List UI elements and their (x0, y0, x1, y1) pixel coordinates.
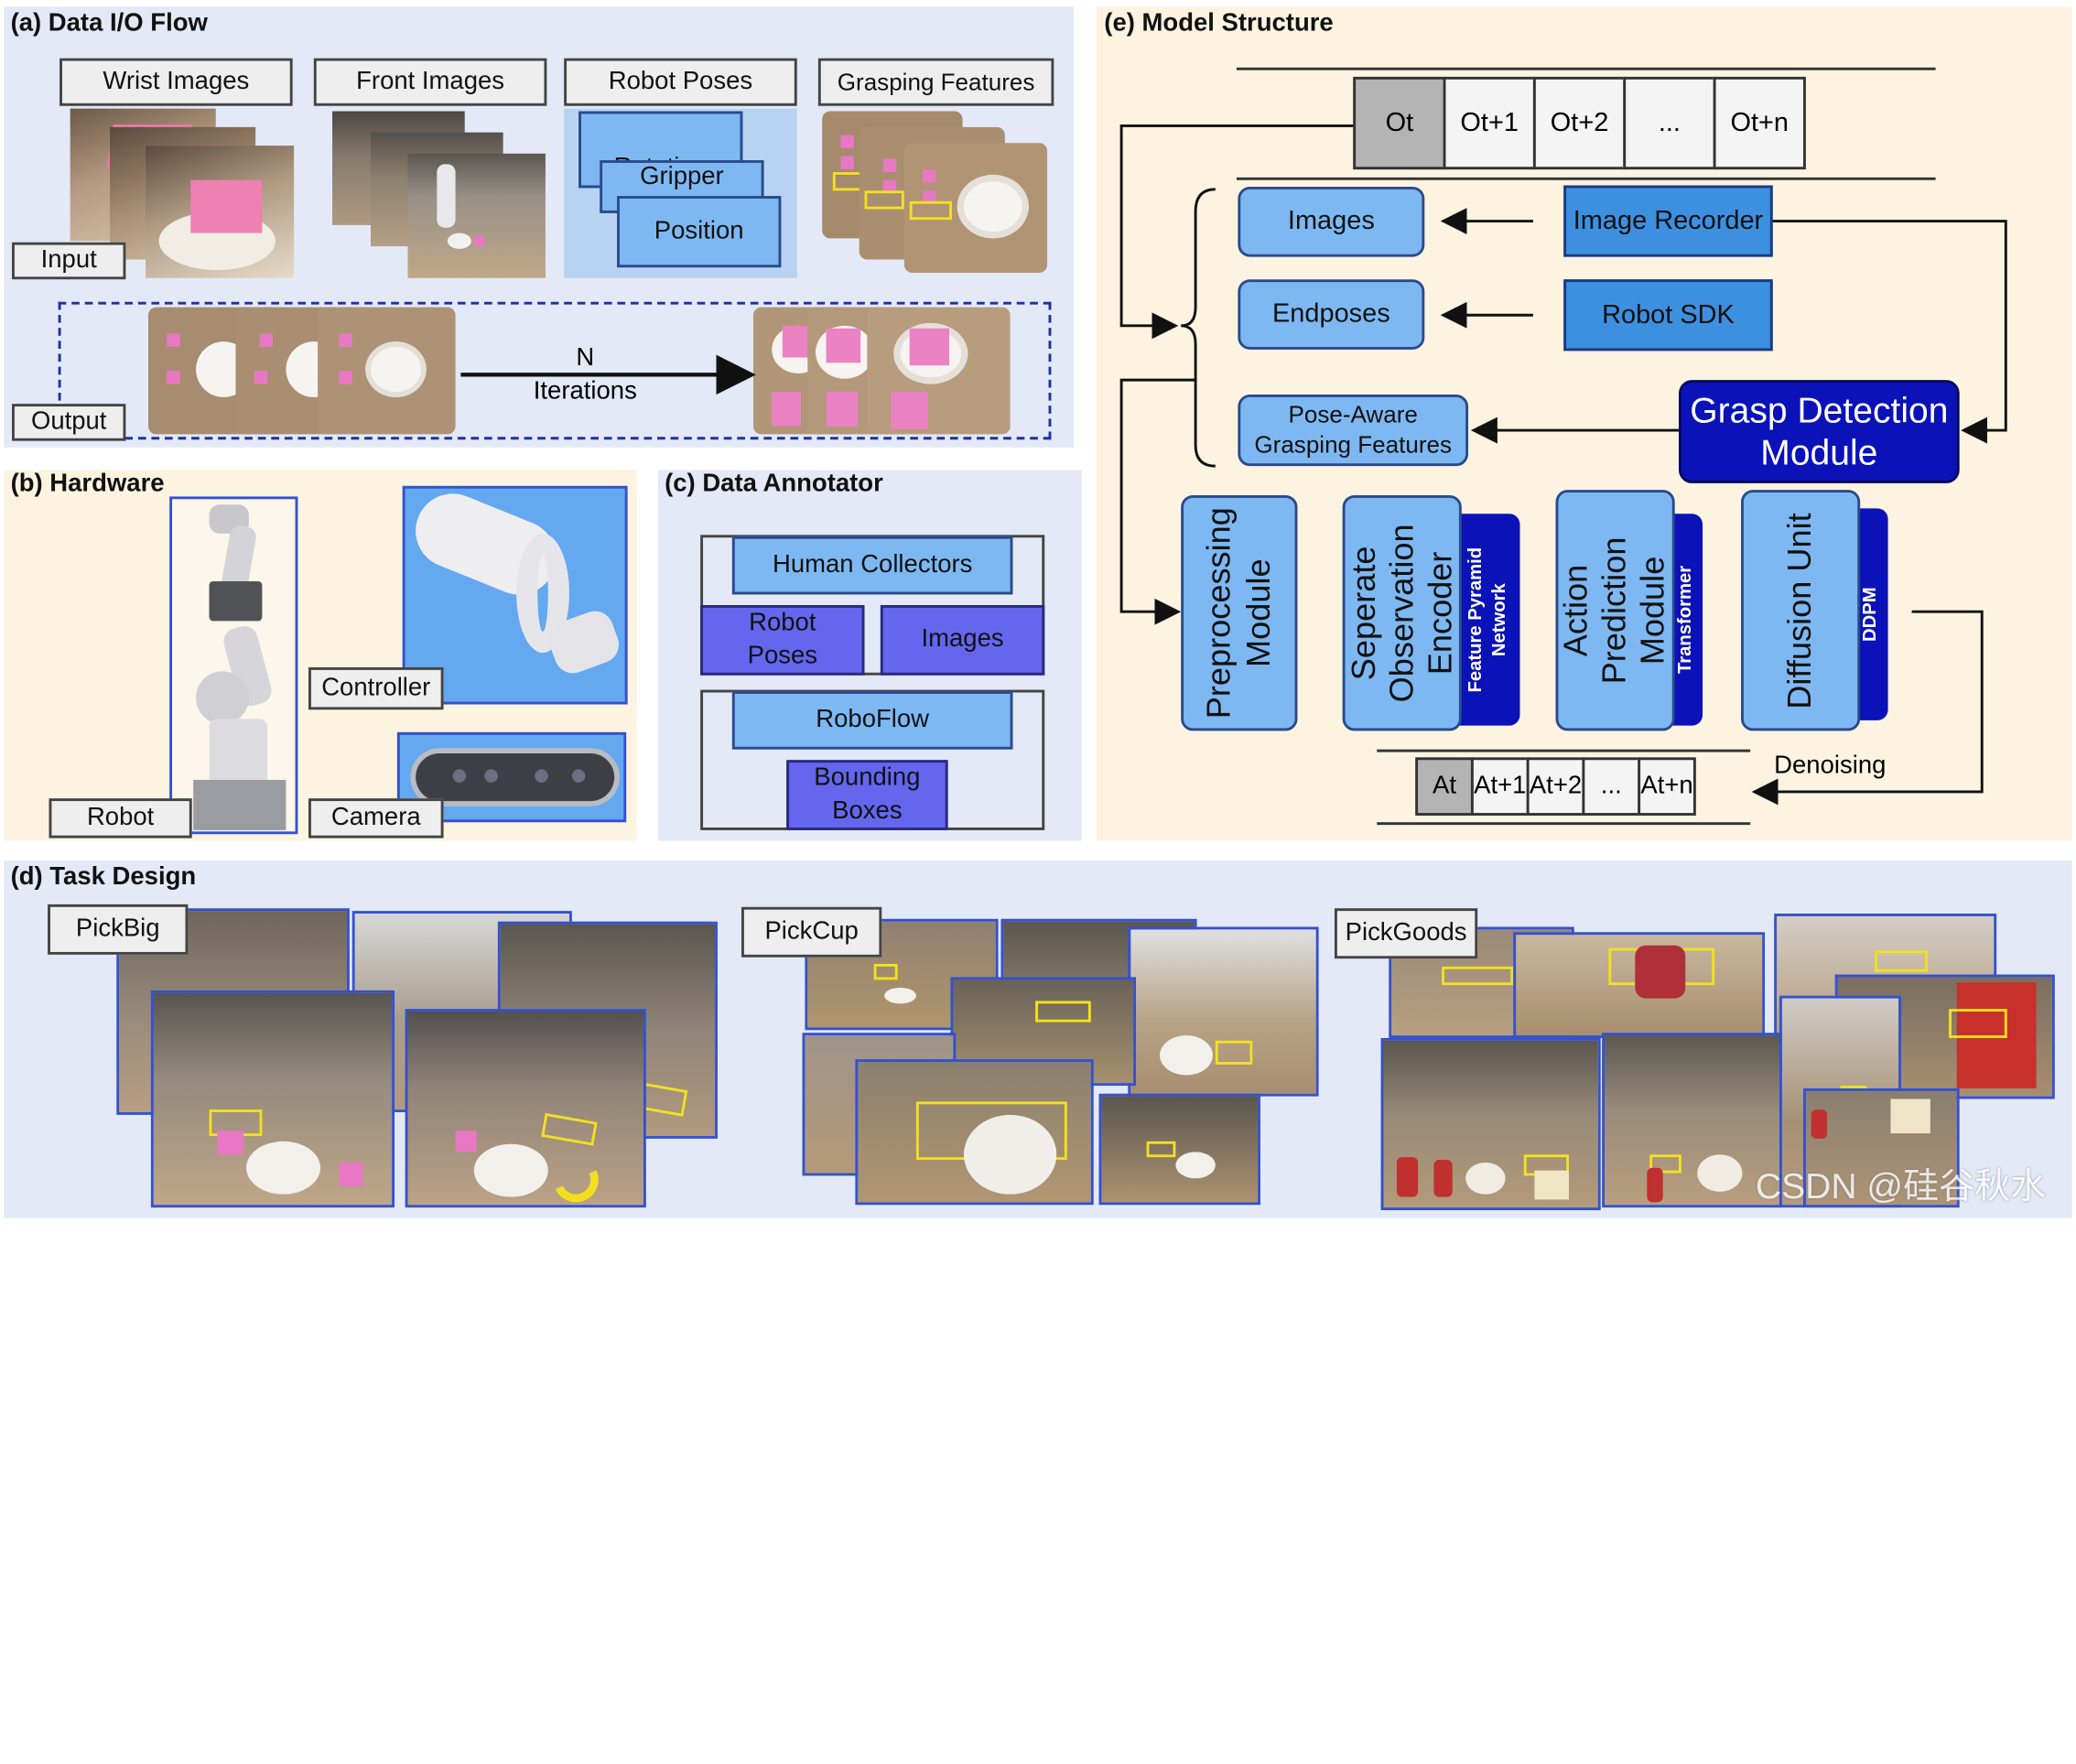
watermark: CSDN @硅谷秋水 (1755, 1166, 2047, 1207)
robot-poses-box-label: Robot Poses (747, 609, 818, 670)
panel-b-title: (b) Hardware (10, 470, 165, 498)
grasp-feature-image-3 (903, 143, 1048, 273)
act-cell-1: At+1 (1470, 757, 1530, 816)
output-label: Output (12, 404, 126, 441)
header-robot-poses: Robot Poses (564, 58, 797, 106)
pose-layer-position-label: Position (654, 217, 744, 245)
task-label-pickcup: PickCup (741, 906, 882, 958)
iterations-arrow-label-top: N (576, 344, 595, 373)
controller-label: Controller (308, 666, 444, 710)
obs-cell-2: Ot+2 (1532, 76, 1627, 170)
output-image-3 (318, 307, 456, 435)
act-cell-3: ... (1582, 757, 1641, 816)
bounding-boxes-box-label: Bounding Boxes (814, 763, 921, 825)
obs-line-top (1236, 67, 1936, 70)
diffusion-unit-module: Diffusion Unit (1741, 490, 1861, 731)
grasp-detection-node: Grasp Detection Module (1679, 380, 1960, 483)
robot-label: Robot (49, 798, 192, 839)
iterations-arrow-label-bottom: Iterations (533, 377, 637, 406)
robot-sdk-node: Robot SDK (1563, 279, 1773, 352)
panel-c-title: (c) Data Annotator (665, 470, 883, 498)
denoising-label: Denoising (1774, 752, 1887, 780)
action-prediction-module: Action Prediction Module (1555, 490, 1675, 731)
front-image-3 (407, 153, 546, 278)
robot-poses-box: Robot Poses (700, 605, 865, 676)
pickbig-photo-5 (405, 1009, 646, 1208)
output-region (58, 301, 1052, 440)
human-collectors-box: Human Collectors (731, 536, 1013, 595)
pickgoods-photo-8 (1802, 1088, 1960, 1208)
camera-label: Camera (308, 798, 444, 839)
obs-line-bottom (1236, 177, 1936, 180)
grasp-detection-label: Grasp Detection Module (1690, 390, 1949, 473)
pickbig-photo-4 (150, 990, 395, 1208)
pose-layer-position: Position (617, 196, 782, 268)
header-front-images: Front Images (313, 58, 547, 106)
act-line-top (1377, 749, 1751, 752)
header-grasping-features: Grasping Features (817, 58, 1054, 106)
pickgoods-photo-5 (1380, 1037, 1601, 1211)
act-line-bottom (1377, 822, 1751, 826)
pickcup-photo-7 (1098, 1093, 1260, 1206)
obs-cell-4: Ot+n (1713, 76, 1806, 170)
pose-layer-gripper-label: Gripper (640, 162, 724, 191)
obs-cell-0: Ot (1353, 76, 1446, 170)
roboflow-box: RoboFlow (731, 691, 1013, 750)
header-wrist-images: Wrist Images (59, 58, 293, 106)
robot-arm-photo (169, 496, 298, 835)
act-cell-4: At+n (1638, 757, 1696, 816)
wrist-image-3 (146, 146, 295, 278)
images-node: Images (1238, 186, 1425, 257)
pickcup-photo-3 (1128, 926, 1319, 1097)
pickgoods-photo-2 (1513, 932, 1766, 1038)
pickgoods-photo-6 (1602, 1033, 1782, 1208)
pose-aware-features-node: Pose-Aware Grasping Features (1238, 395, 1469, 467)
output-result-3 (867, 307, 1011, 435)
bounding-boxes-box: Bounding Boxes (786, 760, 948, 830)
panel-d-title: (d) Task Design (10, 863, 197, 892)
panel-e-title: (e) Model Structure (1104, 9, 1334, 38)
image-recorder-node: Image Recorder (1563, 185, 1773, 257)
task-label-pickgoods: PickGoods (1334, 908, 1478, 959)
input-label: Input (12, 242, 126, 280)
images-box: Images (880, 605, 1045, 676)
obs-cell-1: Ot+1 (1443, 76, 1536, 170)
pickcup-photo-6 (855, 1059, 1094, 1206)
panel-a-title: (a) Data I/O Flow (10, 9, 208, 38)
preprocessing-module: Preprocessing Module (1181, 494, 1298, 731)
endposes-node: Endposes (1238, 279, 1425, 350)
panel-e-connectors (460, 124, 2007, 806)
observation-encoder-module: Seperate Observation Encoder (1342, 494, 1462, 731)
pose-aware-features-label: Pose-Aware Grasping Features (1254, 400, 1453, 459)
task-label-pickbig: PickBig (48, 904, 189, 955)
act-cell-0: At (1415, 757, 1474, 816)
